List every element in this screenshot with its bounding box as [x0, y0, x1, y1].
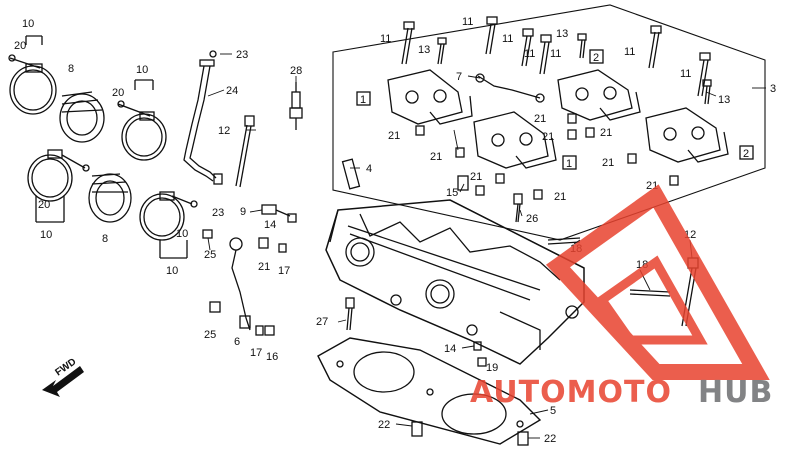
clamp-lower-right: [139, 191, 198, 241]
cam-holder-2: [557, 69, 641, 121]
callout-20b: 20: [112, 87, 124, 99]
spark-plug: [289, 82, 303, 130]
callout-14b: 14: [444, 343, 456, 355]
callout-17b: 17: [250, 347, 262, 359]
callout-11f: 11: [624, 46, 635, 58]
callout-11e: 11: [550, 48, 561, 60]
callout-11d: 11: [524, 48, 535, 60]
cylinder-head: [325, 199, 585, 365]
cam-holder-bolts: [401, 16, 712, 105]
callout-8b: 8: [102, 233, 108, 245]
callout-7: 7: [456, 71, 462, 83]
clamp-lower-left: [27, 149, 90, 202]
callout-17a: 17: [278, 265, 290, 277]
dowel-pins: [415, 113, 679, 200]
assembly-boundary: [332, 4, 766, 241]
callout-21i: 21: [554, 191, 566, 203]
insulator-lower: [88, 173, 132, 223]
ref-box-2a-label: 2: [593, 52, 599, 64]
callout-23b: 23: [212, 207, 224, 219]
callout-21j: 21: [600, 127, 612, 139]
cam-holder-3: [473, 111, 557, 169]
callout-21f: 21: [602, 157, 614, 169]
insulator-upper: [59, 91, 105, 143]
callout-11a: 11: [380, 33, 391, 45]
callout-16a: 16: [266, 351, 278, 363]
sensor-lead: [229, 237, 251, 331]
callout-12a: 12: [218, 125, 230, 137]
ref-box-1a-label: 1: [360, 94, 366, 106]
ref-box-1a: [356, 91, 371, 106]
clamp-upper-right: [117, 100, 167, 161]
fwd-arrow: FWD: [42, 356, 84, 397]
clamp-upper-left: [8, 54, 57, 115]
callout-26: 26: [526, 213, 538, 225]
watermark-logo: AUTOMOTO HUB: [470, 184, 773, 410]
callout-14a: 14: [264, 219, 276, 231]
ref-box-2a: [589, 49, 604, 64]
callout-labels: 10 20 8 10 20 20 10 8 10 10 23 24 28 12 …: [14, 16, 776, 445]
callout-6: 6: [234, 336, 240, 348]
callout-15: 15: [446, 187, 458, 199]
ref-box-2b: [739, 145, 754, 160]
breather-tube: [183, 50, 217, 182]
callout-13c: 13: [718, 94, 730, 106]
callout-11g: 11: [680, 68, 691, 80]
callout-25a: 25: [204, 249, 216, 261]
callout-21b: 21: [388, 130, 400, 142]
callout-19: 19: [486, 362, 498, 374]
callout-20a: 20: [14, 40, 26, 52]
callout-11c: 11: [502, 33, 513, 45]
head-gasket: [317, 337, 542, 445]
callout-10a: 10: [22, 18, 34, 30]
callout-11b: 11: [462, 16, 473, 28]
ref-box-2b-label: 2: [743, 148, 749, 160]
callout-21c: 21: [430, 151, 442, 163]
cam-holder-4: [645, 107, 729, 163]
banjo-bolt: [261, 204, 297, 223]
callout-10c: 10: [40, 229, 52, 241]
callout-20d: 10: [176, 228, 188, 240]
callout-21d: 21: [534, 113, 546, 125]
ref-box-1b: [562, 155, 577, 170]
callout-13b: 13: [556, 28, 568, 40]
callout-3: 3: [770, 83, 776, 95]
callout-10b: 10: [136, 64, 148, 76]
callout-9: 9: [240, 206, 246, 218]
callout-27: 27: [316, 316, 328, 328]
callout-21a: 21: [258, 261, 270, 273]
callout-23a: 23: [236, 49, 248, 61]
cam-holder-1: [387, 69, 473, 125]
callout-20c: 20: [38, 199, 50, 211]
stud-bolt-left: [235, 115, 255, 188]
ref-box-1b-label: 1: [566, 158, 572, 170]
callout-13a: 13: [418, 44, 430, 56]
watermark-text-gray: HUB: [698, 375, 773, 410]
callout-24: 24: [226, 85, 238, 97]
callout-21h: 21: [470, 171, 482, 183]
callout-8a: 8: [68, 63, 74, 75]
callout-4: 4: [366, 163, 372, 175]
callout-22a: 22: [378, 419, 390, 431]
callout-10e: 10: [166, 265, 178, 277]
callout-25b: 25: [204, 329, 216, 341]
watermark-text-red: AUTOMOTO: [470, 375, 672, 410]
callout-22b: 22: [544, 433, 556, 445]
callout-28: 28: [290, 65, 302, 77]
sleeve: [341, 158, 361, 190]
callout-21e: 21: [542, 131, 554, 143]
callout-5: 5: [550, 405, 556, 417]
